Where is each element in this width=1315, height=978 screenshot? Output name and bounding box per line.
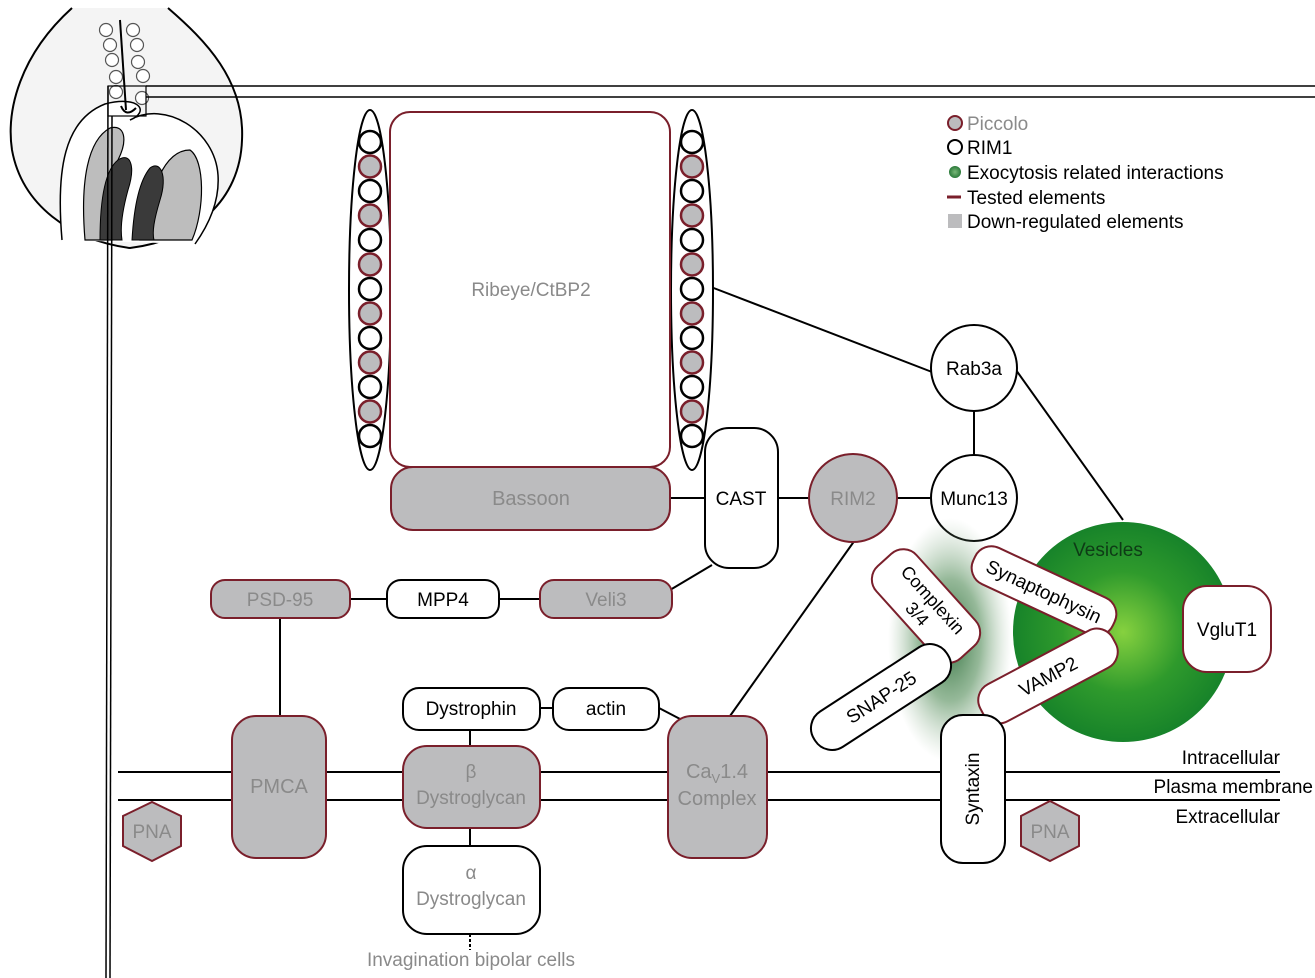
- rim1-bead: [359, 376, 381, 398]
- piccolo-bead: [681, 205, 703, 227]
- cav14-complex-node: [668, 716, 767, 858]
- rim1-bead: [681, 278, 703, 300]
- vglut1-label: VgluT1: [1197, 620, 1257, 641]
- piccolo-bead: [681, 401, 703, 423]
- rim1-bead: [681, 229, 703, 251]
- piccolo-bead: [681, 254, 703, 276]
- pmca-label: PMCA: [250, 776, 308, 798]
- ribeye-label: Ribeye/CtBP2: [471, 280, 590, 301]
- cast-label: CAST: [716, 489, 767, 510]
- cav14-label-line2: Complex: [678, 788, 757, 810]
- psd95-label: PSD-95: [247, 590, 314, 611]
- alpha-dystroglycan-label-line2: Dystroglycan: [416, 889, 526, 910]
- rim1-bead: [681, 327, 703, 349]
- beta-dystroglycan-node: [403, 746, 540, 828]
- legend: Piccolo RIM1 Exocytosis related interact…: [947, 114, 1224, 233]
- dystrophin-label: Dystrophin: [426, 699, 517, 720]
- rim1-bead: [359, 327, 381, 349]
- legend-piccolo: Piccolo: [967, 114, 1028, 135]
- piccolo-bead: [681, 352, 703, 374]
- piccolo-bead: [359, 254, 381, 276]
- piccolo-legend-icon: [948, 116, 962, 130]
- piccolo-bead: [681, 156, 703, 178]
- piccolo-bead: [359, 205, 381, 227]
- rim1-bead: [359, 229, 381, 251]
- munc13-label: Munc13: [940, 489, 1008, 510]
- legend-downregulated: Down-regulated elements: [967, 212, 1184, 233]
- vesicles-label: Vesicles: [1073, 540, 1143, 561]
- beta-dystroglycan-label-line1: β: [466, 762, 477, 783]
- veli3-label: Veli3: [585, 590, 626, 611]
- rim1-bead: [681, 425, 703, 447]
- mpp4-label: MPP4: [417, 590, 469, 611]
- cav14-subscript-text: V: [712, 771, 721, 786]
- rim1-bead: [359, 131, 381, 153]
- alpha-dystroglycan-label-line1: α: [466, 863, 477, 884]
- downregulated-legend-icon: [948, 214, 962, 228]
- piccolo-bead: [359, 156, 381, 178]
- actin-label: actin: [586, 699, 626, 720]
- rim2-label: RIM2: [830, 489, 875, 510]
- rab3a-label: Rab3a: [946, 359, 1002, 380]
- piccolo-bead: [359, 352, 381, 374]
- rim1-bead: [359, 278, 381, 300]
- pna-left-label: PNA: [132, 822, 171, 843]
- legend-rim1: RIM1: [967, 138, 1012, 159]
- rim1-bead: [681, 131, 703, 153]
- bassoon-label: Bassoon: [492, 488, 570, 510]
- syntaxin-label: Syntaxin: [963, 753, 984, 826]
- cav14-ca-text: Ca: [686, 761, 712, 783]
- rim1-legend-icon: [948, 140, 962, 154]
- exocytosis-legend-icon: [949, 166, 961, 178]
- ribbon: Ribeye/CtBP2: [349, 110, 713, 470]
- invagination-label: Invagination bipolar cells: [367, 950, 575, 971]
- rim1-bead: [359, 425, 381, 447]
- rim1-bead: [681, 180, 703, 202]
- beta-dystroglycan-label-line2: Dystroglycan: [416, 788, 526, 809]
- plasma-membrane-label: Plasma membrane: [1154, 777, 1313, 798]
- piccolo-bead: [681, 303, 703, 325]
- piccolo-bead: [359, 401, 381, 423]
- rim1-bead: [681, 376, 703, 398]
- legend-tested: Tested elements: [967, 188, 1105, 209]
- pna-right-label: PNA: [1030, 822, 1069, 843]
- syntaxin-node: Syntaxin: [941, 715, 1005, 863]
- extracellular-label: Extracellular: [1175, 807, 1280, 828]
- piccolo-bead: [359, 303, 381, 325]
- legend-exocytosis: Exocytosis related interactions: [967, 163, 1224, 184]
- intracellular-label: Intracellular: [1182, 748, 1281, 769]
- cav14-number-text: 1.4: [720, 761, 748, 783]
- rim1-bead: [359, 180, 381, 202]
